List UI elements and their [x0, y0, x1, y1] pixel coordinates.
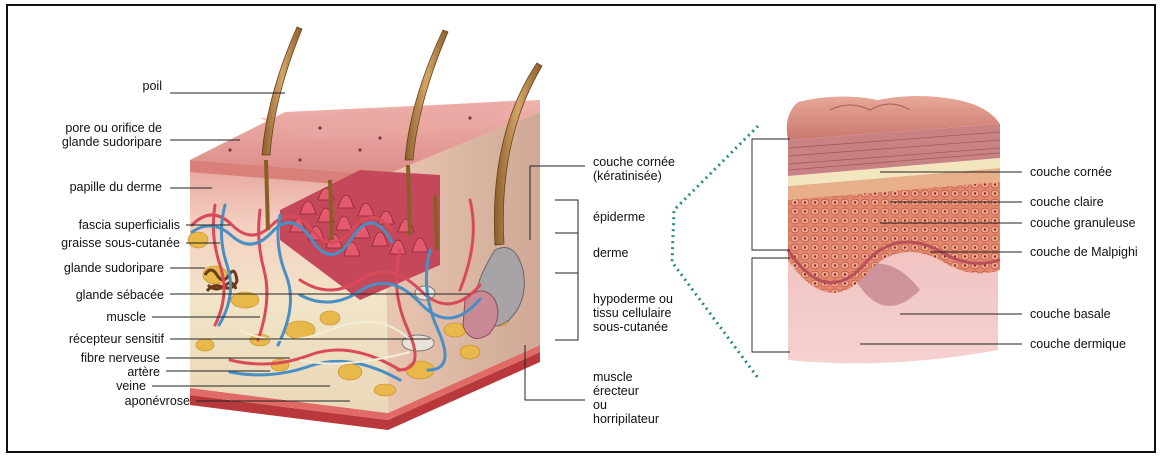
label-glande-sebacee: glande sébacée — [10, 288, 164, 302]
label-muscle-erecteur-3: ou — [593, 398, 607, 412]
label-muscle-erecteur-4: horripilateur — [593, 412, 659, 426]
label-veine: veine — [10, 379, 146, 393]
label-fascia: fascia superficialis — [10, 218, 180, 232]
label-aponevrose: aponévrose — [10, 394, 190, 408]
epidermis-closeup — [787, 96, 1000, 363]
label-r-couche-malpighi: couche de Malpighi — [1030, 245, 1138, 259]
label-muscle-erecteur-2: érecteur — [593, 384, 639, 398]
skin-block — [188, 27, 542, 430]
label-r-couche-basale: couche basale — [1030, 307, 1111, 321]
label-pore-line1: pore ou orifice de — [20, 121, 162, 135]
label-muscle: muscle — [40, 310, 146, 324]
label-poil: poil — [60, 79, 162, 93]
label-fibre-nerveuse: fibre nerveuse — [10, 351, 160, 365]
label-hypoderme-3: sous-cutanée — [593, 320, 668, 334]
label-epiderme: épiderme — [593, 210, 645, 224]
label-papille: papille du derme — [20, 180, 162, 194]
label-r-couche-claire: couche claire — [1030, 195, 1104, 209]
label-artere: artère — [10, 365, 160, 379]
label-derme: derme — [593, 246, 628, 260]
label-hypoderme-1: hypoderme ou — [593, 292, 673, 306]
label-glande-sudoripare: glande sudoripare — [10, 261, 164, 275]
label-couche-cornee-keratinisee-2: (kératinisée) — [593, 169, 662, 183]
zoom-connector — [672, 126, 758, 378]
label-recepteur: récepteur sensitif — [10, 332, 164, 346]
label-r-couche-dermique: couche dermique — [1030, 337, 1126, 351]
label-pore-line2: glande sudoripare — [20, 135, 162, 149]
label-r-couche-granuleuse: couche granuleuse — [1030, 216, 1136, 230]
label-muscle-erecteur-1: muscle — [593, 370, 633, 384]
label-couche-cornee-keratinisee-1: couche cornée — [593, 155, 675, 169]
label-graisse: graisse sous-cutanée — [10, 236, 180, 250]
label-r-couche-cornee: couche cornée — [1030, 165, 1112, 179]
label-hypoderme-2: tissu cellulaire — [593, 306, 672, 320]
